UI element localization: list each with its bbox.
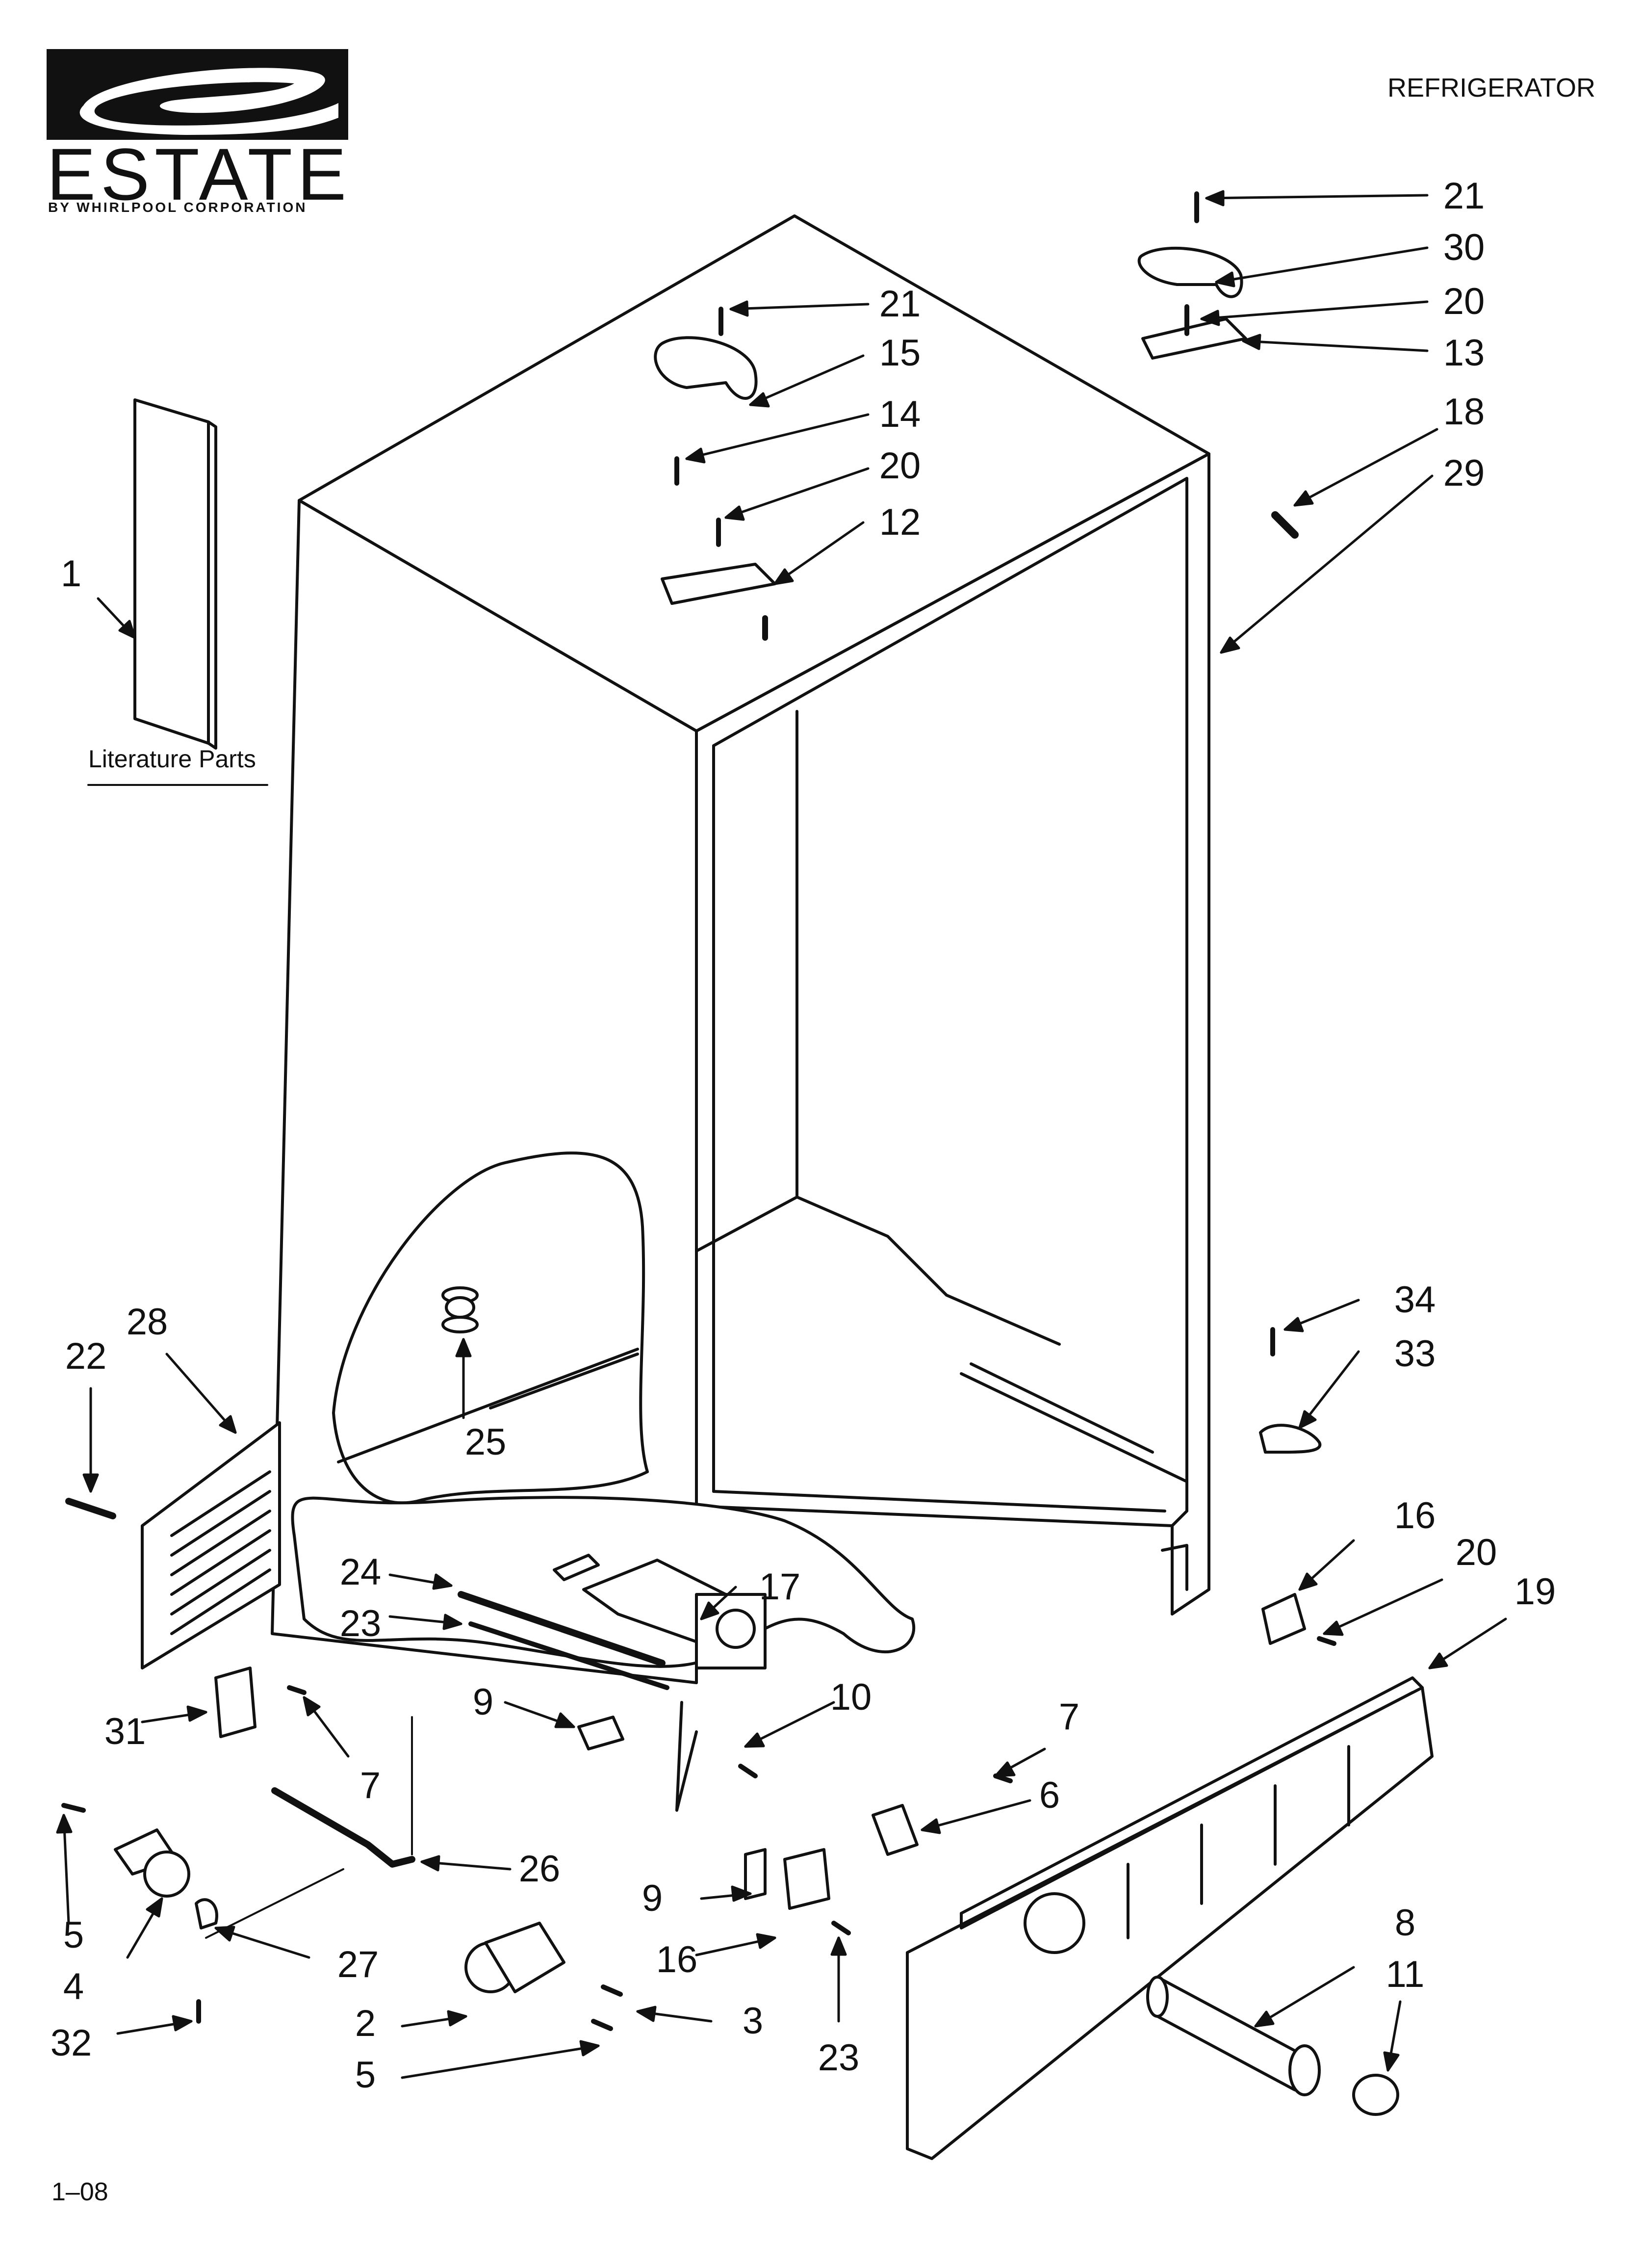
- callout-10: 10: [830, 1676, 872, 1718]
- caster-assembly: [114, 1828, 218, 1929]
- literature-parts-label: Literature Parts: [88, 745, 256, 773]
- leader-lines: [56, 190, 1507, 2079]
- callout-1: 1: [60, 553, 82, 595]
- callout-32: 32: [50, 2022, 92, 2064]
- callout-2: 2: [355, 2003, 376, 2044]
- water-filter: [1146, 1976, 1399, 2116]
- callout-22: 22: [65, 1335, 107, 1377]
- top-right-hinge: [1137, 246, 1247, 360]
- base-grille: [906, 1676, 1434, 2160]
- callout-26: 26: [518, 1848, 561, 1890]
- callout-9: 9: [472, 1681, 494, 1723]
- callout-25: 25: [464, 1421, 507, 1463]
- brand-subtitle: BY WHIRLPOOL CORPORATION: [48, 200, 308, 215]
- callout-7: 7: [359, 1765, 381, 1806]
- callout-12: 12: [879, 501, 921, 543]
- callout-20: 20: [879, 445, 921, 487]
- callout-24: 24: [339, 1551, 382, 1593]
- callout-9: 9: [641, 1877, 663, 1919]
- rear-access-panel: [141, 1421, 281, 1669]
- top-left-hinge: [654, 336, 776, 641]
- page-title: REFRIGERATOR: [1387, 73, 1595, 103]
- callout-11: 11: [1385, 1954, 1425, 1995]
- callout-21: 21: [879, 283, 921, 325]
- callout-4: 4: [63, 1966, 84, 2007]
- callout-23: 23: [818, 2037, 860, 2079]
- callout-31: 31: [104, 1711, 146, 1752]
- callout-16: 16: [1394, 1495, 1436, 1537]
- callout-3: 3: [742, 2000, 764, 2042]
- leveling-roller: [464, 1922, 565, 1993]
- callout-19: 19: [1514, 1571, 1556, 1613]
- cutaway-lower: [291, 1496, 916, 1750]
- callout-30: 30: [1443, 227, 1485, 268]
- callout-33: 33: [1394, 1333, 1436, 1375]
- callout-5: 5: [63, 1914, 84, 1956]
- callout-29: 29: [1443, 452, 1485, 494]
- callout-34: 34: [1394, 1279, 1436, 1321]
- callout-8: 8: [1394, 1902, 1416, 1944]
- callout-23: 23: [339, 1603, 382, 1644]
- cutaway-upper: [332, 1151, 649, 1505]
- callout-20: 20: [1443, 281, 1485, 322]
- callout-15: 15: [879, 332, 921, 374]
- callout-17: 17: [759, 1566, 801, 1608]
- literature-booklet-icon: [87, 398, 268, 786]
- callout-16: 16: [656, 1939, 698, 1981]
- callout-27: 27: [337, 1944, 379, 1985]
- callout-5: 5: [355, 2054, 376, 2096]
- callout-6: 6: [1039, 1774, 1060, 1816]
- brand-name: ESTATE: [47, 133, 352, 215]
- callout-18: 18: [1443, 391, 1485, 433]
- callout-21: 21: [1443, 175, 1485, 217]
- screws: [61, 191, 1336, 2031]
- callout-28: 28: [126, 1301, 168, 1343]
- callout-7: 7: [1058, 1696, 1080, 1738]
- callout-20: 20: [1455, 1532, 1497, 1573]
- callout-13: 13: [1443, 332, 1485, 374]
- callout-14: 14: [879, 393, 921, 435]
- page-code: 1–08: [51, 2178, 108, 2206]
